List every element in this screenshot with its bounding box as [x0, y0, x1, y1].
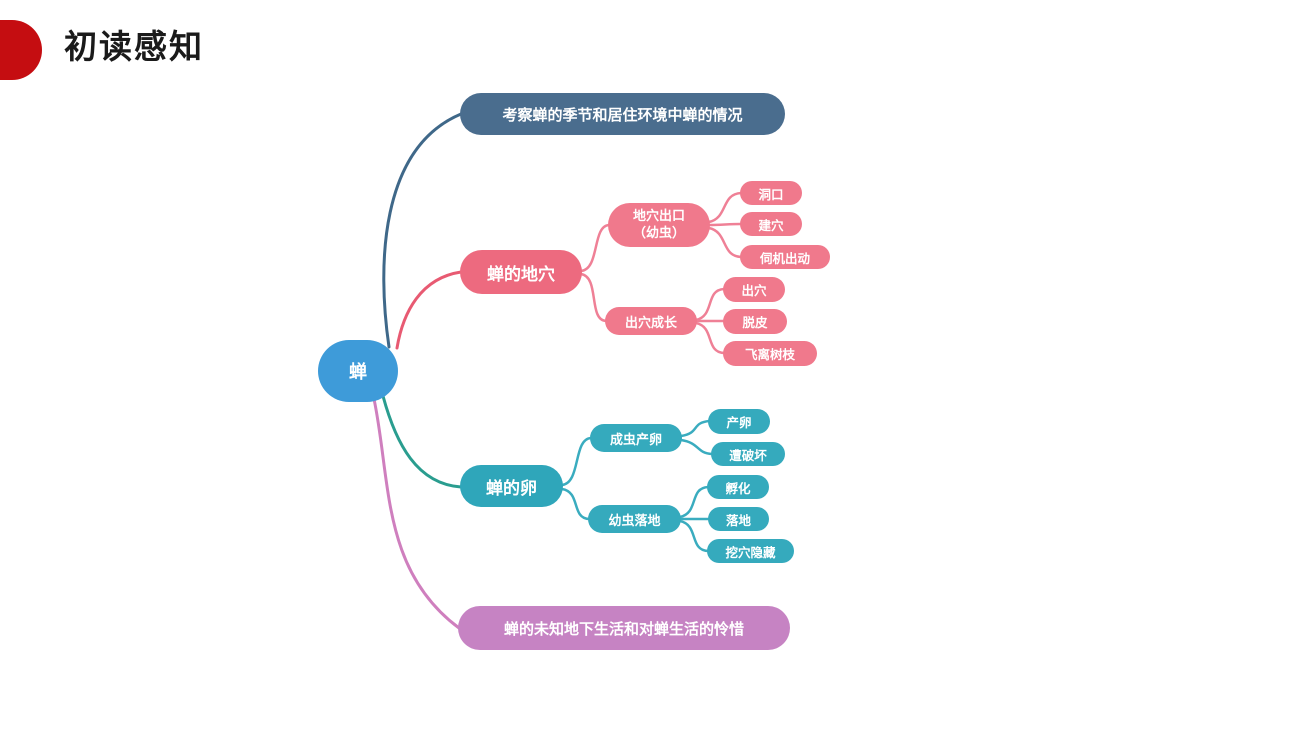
connector-landing-to-hatch — [678, 485, 710, 519]
connector-root-to-burrow — [395, 270, 463, 350]
leaf-hatch: 孵化 — [707, 475, 769, 499]
subnode-larva-landing: 幼虫落地 — [588, 505, 681, 533]
leaf-land: 落地 — [708, 507, 769, 531]
branch-egg-node: 蝉的卵 — [460, 465, 563, 507]
connector-egg-to-landing — [560, 487, 591, 521]
leaf-molt: 脱皮 — [723, 309, 787, 334]
subnode-emerge-grow: 出穴成长 — [605, 307, 697, 335]
branch-burrow-node: 蝉的地穴 — [460, 250, 582, 294]
connector-burrow-to-grow — [579, 272, 608, 323]
connector-root-to-feeling — [372, 397, 461, 630]
connector-exit-to-hole — [707, 191, 743, 224]
leaf-fly-from-branch: 飞离树枝 — [723, 341, 817, 366]
leaf-hole: 洞口 — [740, 181, 802, 205]
branch-feeling-node: 蝉的未知地下生活和对蝉生活的怜惜 — [458, 606, 790, 650]
connector-burrow-to-exit — [579, 223, 611, 273]
leaf-lay-eggs: 产卵 — [708, 409, 770, 434]
connector-exit-to-build — [707, 222, 743, 227]
connector-laying-to-lay — [679, 419, 711, 438]
connector-exit-to-wait — [707, 226, 743, 259]
subnode-adult-laying: 成虫产卵 — [590, 424, 682, 452]
connector-egg-to-laying — [560, 436, 593, 487]
connector-landing-to-dig — [678, 519, 710, 553]
leaf-dig-hide: 挖穴隐藏 — [707, 539, 794, 563]
subnode-burrow-exit: 地穴出口 （幼虫） — [608, 203, 710, 247]
mindmap-root-node: 蝉 — [318, 340, 398, 402]
connector-root-to-overview — [382, 112, 463, 349]
connector-grow-to-fly — [694, 321, 726, 355]
leaf-build-burrow: 建穴 — [740, 212, 802, 236]
leaf-destroyed: 遭破坏 — [711, 442, 785, 466]
connector-grow-to-out — [694, 287, 726, 322]
connector-root-to-egg — [381, 394, 463, 489]
connector-laying-to-destroyed — [679, 438, 714, 456]
page-title: 初读感知 — [64, 28, 204, 65]
branch-overview-node: 考察蝉的季节和居住环境中蝉的情况 — [460, 93, 785, 135]
leaf-emerge: 出穴 — [723, 277, 785, 302]
leaf-wait-to-emerge: 伺机出动 — [740, 245, 830, 269]
